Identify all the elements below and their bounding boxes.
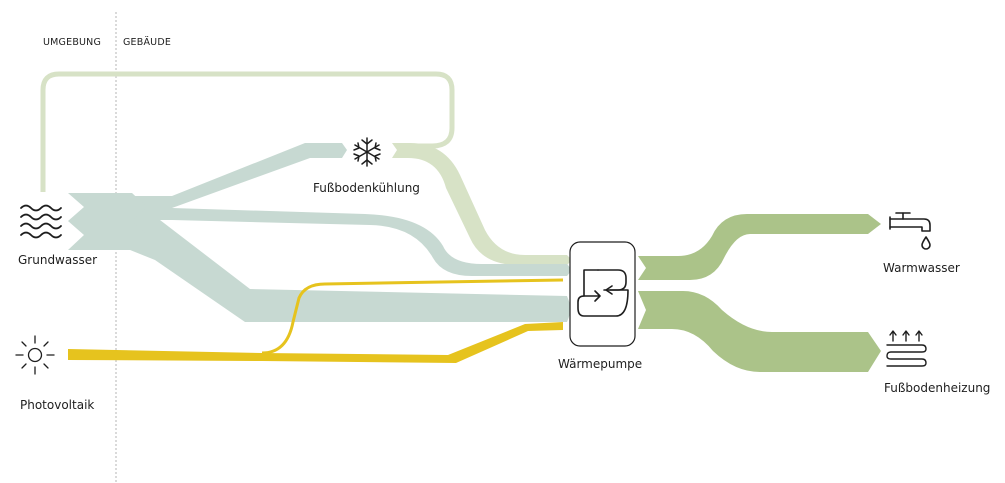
flow-photovoltaik-to-waermepumpe-lower [68,322,563,363]
sun-icon [15,335,55,375]
flow-grundwasser-to-waermepumpe-lower [110,220,572,322]
waermepumpe-node [569,241,636,347]
floor-heating-icon [886,330,927,367]
flow-grundwasser-source [68,193,147,250]
header-gebaeude: GEBÄUDE [123,37,171,48]
flow-photovoltaik-to-waermepumpe-upper [261,278,564,355]
flow-grundwasser-to-waermepumpe-upper [120,208,572,276]
heat-pump-icon [569,241,636,347]
flow-kuehlung-return-loop [40,71,455,192]
label-fussbodenkuehlung: Fußbodenkühlung [313,181,420,195]
label-photovoltaik: Photovoltaik [20,398,94,412]
label-warmwasser: Warmwasser [883,261,960,275]
snowflake-icon [353,137,381,167]
flow-kuehlung-to-waermepumpe [392,143,572,265]
flow-waermepumpe-to-fussbodenheizung [638,291,881,372]
water-tap-icon [889,212,931,250]
water-waves-icon [20,204,62,239]
label-grundwasser: Grundwasser [18,253,97,267]
label-waermepumpe: Wärmepumpe [558,357,642,371]
label-fussbodenheizung: Fußbodenheizung [884,381,990,395]
flow-grundwasser-to-kuehlung [135,143,347,208]
flow-waermepumpe-to-warmwasser [638,214,881,280]
header-umgebung: UMGEBUNG [43,37,101,48]
